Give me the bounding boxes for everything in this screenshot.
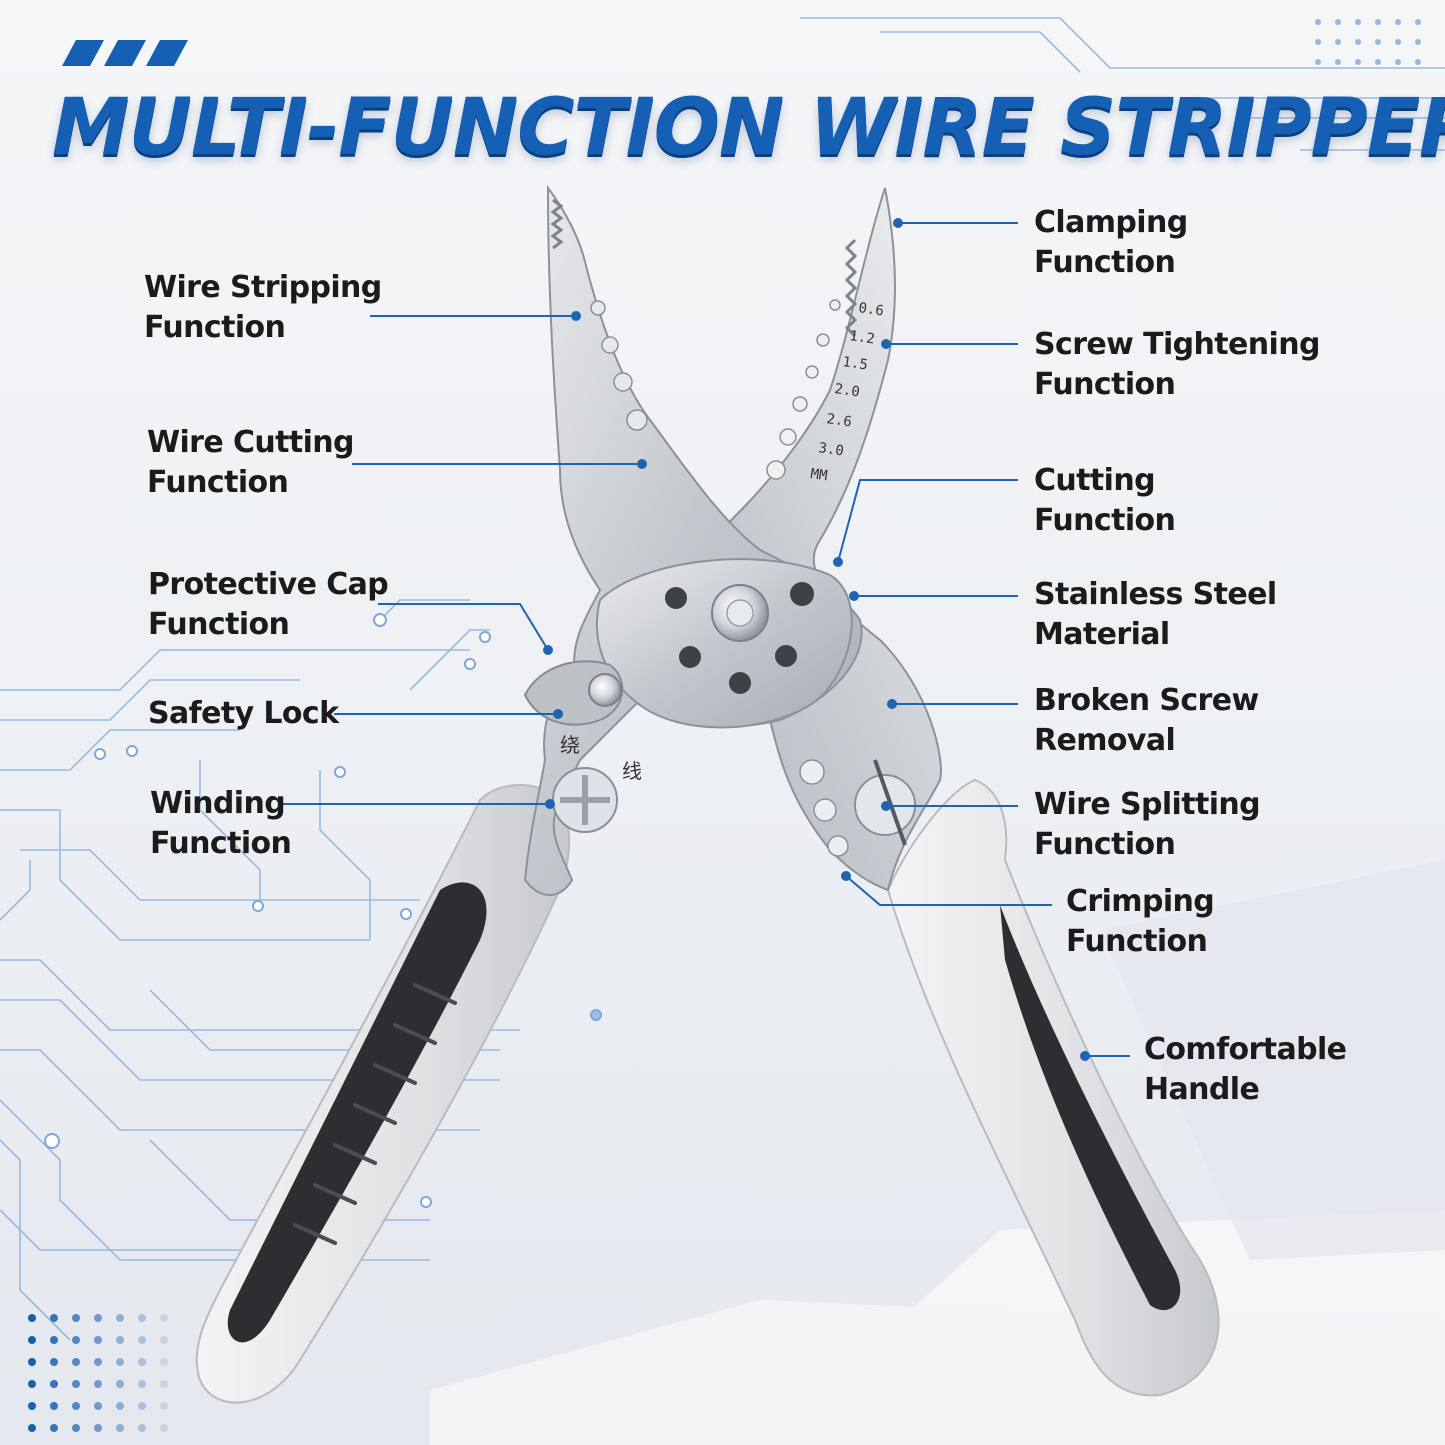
dot [1395, 19, 1401, 25]
dot [160, 1402, 168, 1410]
label-crimping-function: Crimping Function [1066, 884, 1215, 959]
wire-stripper-tool: 0.6 1.2 1.5 2.0 2.6 3.0MM [195, 185, 1220, 1404]
dot [50, 1314, 58, 1322]
gauge-size-label: 1.5 [841, 354, 868, 373]
label-screw-tightening-function: Screw Tightening Function [1034, 327, 1320, 402]
gauge-unit-label: MM [809, 466, 828, 484]
dot [94, 1424, 102, 1432]
dot [94, 1336, 102, 1344]
dot [1415, 39, 1421, 45]
dot [116, 1314, 124, 1322]
label-clamping-function: Clamping Function [1034, 205, 1188, 280]
dot [1375, 59, 1381, 65]
page-title: MULTI-FUNCTION WIRE STRIPPER [52, 83, 1445, 173]
label-broken-screw-removal: Broken Screw Removal [1034, 683, 1259, 758]
dot [1315, 59, 1321, 65]
gauge-size-label: 2.0 [833, 381, 860, 400]
dot [72, 1402, 80, 1410]
winding-char-1: 绕 [560, 733, 580, 757]
dot [50, 1402, 58, 1410]
dot [1355, 19, 1361, 25]
dot [1375, 19, 1381, 25]
dot [138, 1424, 146, 1432]
label-wire-stripping-function: Wire Stripping Function [144, 270, 382, 345]
label-winding-function: Winding Function [150, 786, 292, 861]
dot [50, 1380, 58, 1388]
dot [1355, 39, 1361, 45]
gauge-size-label: 1.2 [848, 328, 875, 347]
pivot-plate [523, 558, 853, 729]
dot [50, 1358, 58, 1366]
dot [116, 1424, 124, 1432]
dot [50, 1424, 58, 1432]
gauge-size-label: 0.6 [857, 300, 884, 319]
background-planes [430, 860, 1445, 1445]
dot [28, 1336, 36, 1344]
dot [94, 1358, 102, 1366]
dot [50, 1336, 58, 1344]
dot [1415, 59, 1421, 65]
dot [72, 1424, 80, 1432]
right-jaw: 0.6 1.2 1.5 2.0 2.6 3.0MM [627, 187, 942, 892]
dot [138, 1358, 146, 1366]
label-stainless-steel-material: Stainless Steel Material [1034, 577, 1277, 652]
dot [116, 1358, 124, 1366]
left-handle [195, 784, 570, 1404]
dot [116, 1402, 124, 1410]
dot-grid-top-right [1315, 19, 1421, 65]
right-handle [886, 778, 1220, 1397]
gauge-scale: 0.6 1.2 1.5 2.0 2.6 3.0MM [809, 300, 884, 484]
dot [1335, 59, 1341, 65]
label-comfortable-handle: Comfortable Handle [1144, 1032, 1347, 1107]
dot [72, 1336, 80, 1344]
dot [1355, 59, 1361, 65]
dot [1395, 39, 1401, 45]
dot-grid-bottom-left [28, 1314, 168, 1432]
dot [138, 1314, 146, 1322]
dot [94, 1314, 102, 1322]
header-stripes [62, 40, 188, 66]
dot [138, 1380, 146, 1388]
dot [160, 1314, 168, 1322]
gauge-size-label: 3.0 [817, 440, 844, 459]
dot [28, 1402, 36, 1410]
circuit-traces [0, 17, 1445, 1341]
dot [160, 1336, 168, 1344]
circuit-nodes [44, 613, 602, 1208]
dot [116, 1380, 124, 1388]
dot [72, 1380, 80, 1388]
dot [160, 1424, 168, 1432]
leader-dots [543, 218, 1090, 1061]
dot [28, 1424, 36, 1432]
dot [94, 1402, 102, 1410]
label-safety-lock: Safety Lock [148, 696, 339, 731]
leader-lines [282, 222, 1130, 1057]
dot [1335, 19, 1341, 25]
dot [28, 1314, 36, 1322]
dot [72, 1314, 80, 1322]
dot [1315, 19, 1321, 25]
dot [1415, 19, 1421, 25]
dot [72, 1358, 80, 1366]
dot [1335, 39, 1341, 45]
gauge-size-label: 2.6 [825, 411, 852, 430]
dot [94, 1380, 102, 1388]
dot [160, 1358, 168, 1366]
dot [138, 1402, 146, 1410]
label-wire-splitting-function: Wire Splitting Function [1034, 787, 1261, 862]
dot [160, 1380, 168, 1388]
label-cutting-function: Cutting Function [1034, 463, 1176, 538]
dot [28, 1358, 36, 1366]
label-protective-cap-function: Protective Cap Function [148, 567, 389, 642]
winding-char-2: 线 [622, 759, 642, 783]
dot [28, 1380, 36, 1388]
dot [1375, 39, 1381, 45]
dot [116, 1336, 124, 1344]
dot [1395, 59, 1401, 65]
label-wire-cutting-function: Wire Cutting Function [147, 425, 355, 500]
dot [1315, 39, 1321, 45]
dot [138, 1336, 146, 1344]
